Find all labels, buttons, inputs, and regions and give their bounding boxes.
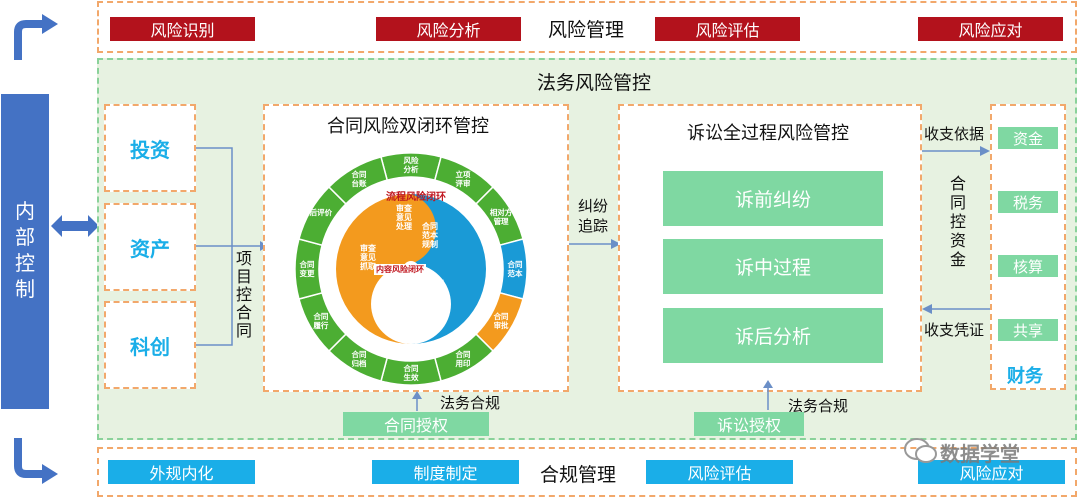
- ring-label: 立项 评审: [455, 169, 471, 188]
- bottom-arrow-icon: [14, 438, 58, 484]
- dispute-arrow-icon: [569, 239, 621, 249]
- top-arrow-icon: [14, 14, 58, 60]
- wheel-outer-ring: [294, 152, 528, 386]
- left-item-innovation-label: 科创: [130, 334, 170, 359]
- litigation-stage-post: 诉后分析: [663, 308, 883, 363]
- finance-out-label: 收支凭证: [924, 321, 985, 339]
- top-tag-response: 风险应对: [918, 17, 1063, 41]
- dispute-tracking-label: 纠纷追踪: [578, 197, 609, 235]
- finance-item-accounting: 核算: [998, 255, 1058, 277]
- finance-item-tax: 税务: [998, 191, 1058, 213]
- finance-item-funds: 资金: [998, 127, 1058, 149]
- finance-out-arrow-icon: [922, 304, 990, 314]
- inner-orange-1: 审查 意见 处理: [396, 204, 412, 231]
- inner-orange-2: 审查 意见 抓取: [360, 244, 376, 271]
- compliance-band: [97, 447, 1077, 497]
- ring-label: 合同 履行: [313, 312, 329, 330]
- left-item-investment-label: 投资: [130, 137, 170, 162]
- compliance-title: 合规管理: [540, 464, 617, 486]
- contract-compliance-label: 法务合规: [440, 394, 501, 412]
- ring-segment: [327, 156, 389, 206]
- inner-orange-3: 审查 要点 提示: [392, 290, 408, 317]
- finance-in-label: 收支依据: [924, 125, 985, 143]
- bottom-tag-response: 风险应对: [918, 460, 1065, 484]
- ring-label: 风险 分析: [403, 156, 419, 174]
- finance-item-shared: 共享: [998, 319, 1058, 341]
- ring-label: 合同 范本: [507, 260, 523, 278]
- left-item-assets-label: 资产: [130, 236, 170, 261]
- finance-label: 财务: [1007, 366, 1043, 387]
- inner-blue-1: 合同 范本 规制: [422, 222, 438, 249]
- ring-label: 后评价: [309, 208, 333, 217]
- left-item-innovation: 科创: [104, 301, 196, 389]
- litigation-auth-tag: 诉讼授权: [694, 412, 804, 436]
- ring-label: 合同 台账: [351, 169, 367, 188]
- left-connector: [196, 147, 268, 346]
- inner-blue-2: 范本 合同 起草: [428, 278, 444, 305]
- internal-control-label: 内部控制: [15, 199, 35, 301]
- ring-label: 合同 用印: [455, 350, 471, 369]
- bottom-tag-internalize: 外规内化: [108, 460, 255, 484]
- internal-control-sidebar: [1, 94, 49, 409]
- bottom-tag-assessment: 风险评估: [646, 460, 793, 484]
- ring-label: 合同 变更: [299, 260, 315, 278]
- litigation-stage-pre: 诉前纠纷: [663, 171, 883, 226]
- ring-label: 相对方 管理: [489, 208, 513, 226]
- contract-auth-arrow-icon: [412, 391, 422, 411]
- double-arrow-icon: [51, 215, 99, 237]
- bottom-tag-policy: 制度制定: [372, 460, 519, 484]
- litigation-title: 诉讼全过程风险管控: [687, 123, 849, 144]
- content-loop-label: 内容风险闭环: [374, 264, 426, 275]
- finance-control-label: 合同控资金: [949, 174, 966, 269]
- ring-label: 合同 生效: [403, 364, 419, 382]
- litigation-auth-arrow-icon: [763, 380, 773, 410]
- flow-loop-label: 流程风险闭环: [386, 192, 446, 203]
- top-tag-identify: 风险识别: [110, 17, 255, 41]
- left-item-assets: 资产: [104, 203, 196, 291]
- litigation-compliance-label: 法务合规: [788, 397, 849, 415]
- top-tag-analysis: 风险分析: [376, 17, 521, 41]
- ring-label: 合同 审批: [493, 312, 509, 330]
- finance-in-arrow-icon: [922, 146, 990, 156]
- risk-management-band: [97, 1, 1077, 53]
- left-item-investment: 投资: [104, 104, 196, 192]
- project-control-label: 项目控合同: [235, 249, 252, 340]
- contract-title: 合同风险双闭环管控: [327, 116, 489, 137]
- wechat-icon: [904, 438, 937, 463]
- finance-box: [990, 104, 1066, 390]
- watermark-text: 数据学堂: [940, 442, 1020, 466]
- contract-auth-tag: 合同授权: [343, 412, 489, 436]
- ring-label: 合同 归档: [351, 350, 367, 369]
- legal-risk-title: 法务风险管控: [537, 72, 652, 94]
- litigation-stage-during: 诉中过程: [663, 239, 883, 294]
- risk-management-title: 风险管理: [548, 19, 625, 41]
- top-tag-assessment: 风险评估: [655, 17, 800, 41]
